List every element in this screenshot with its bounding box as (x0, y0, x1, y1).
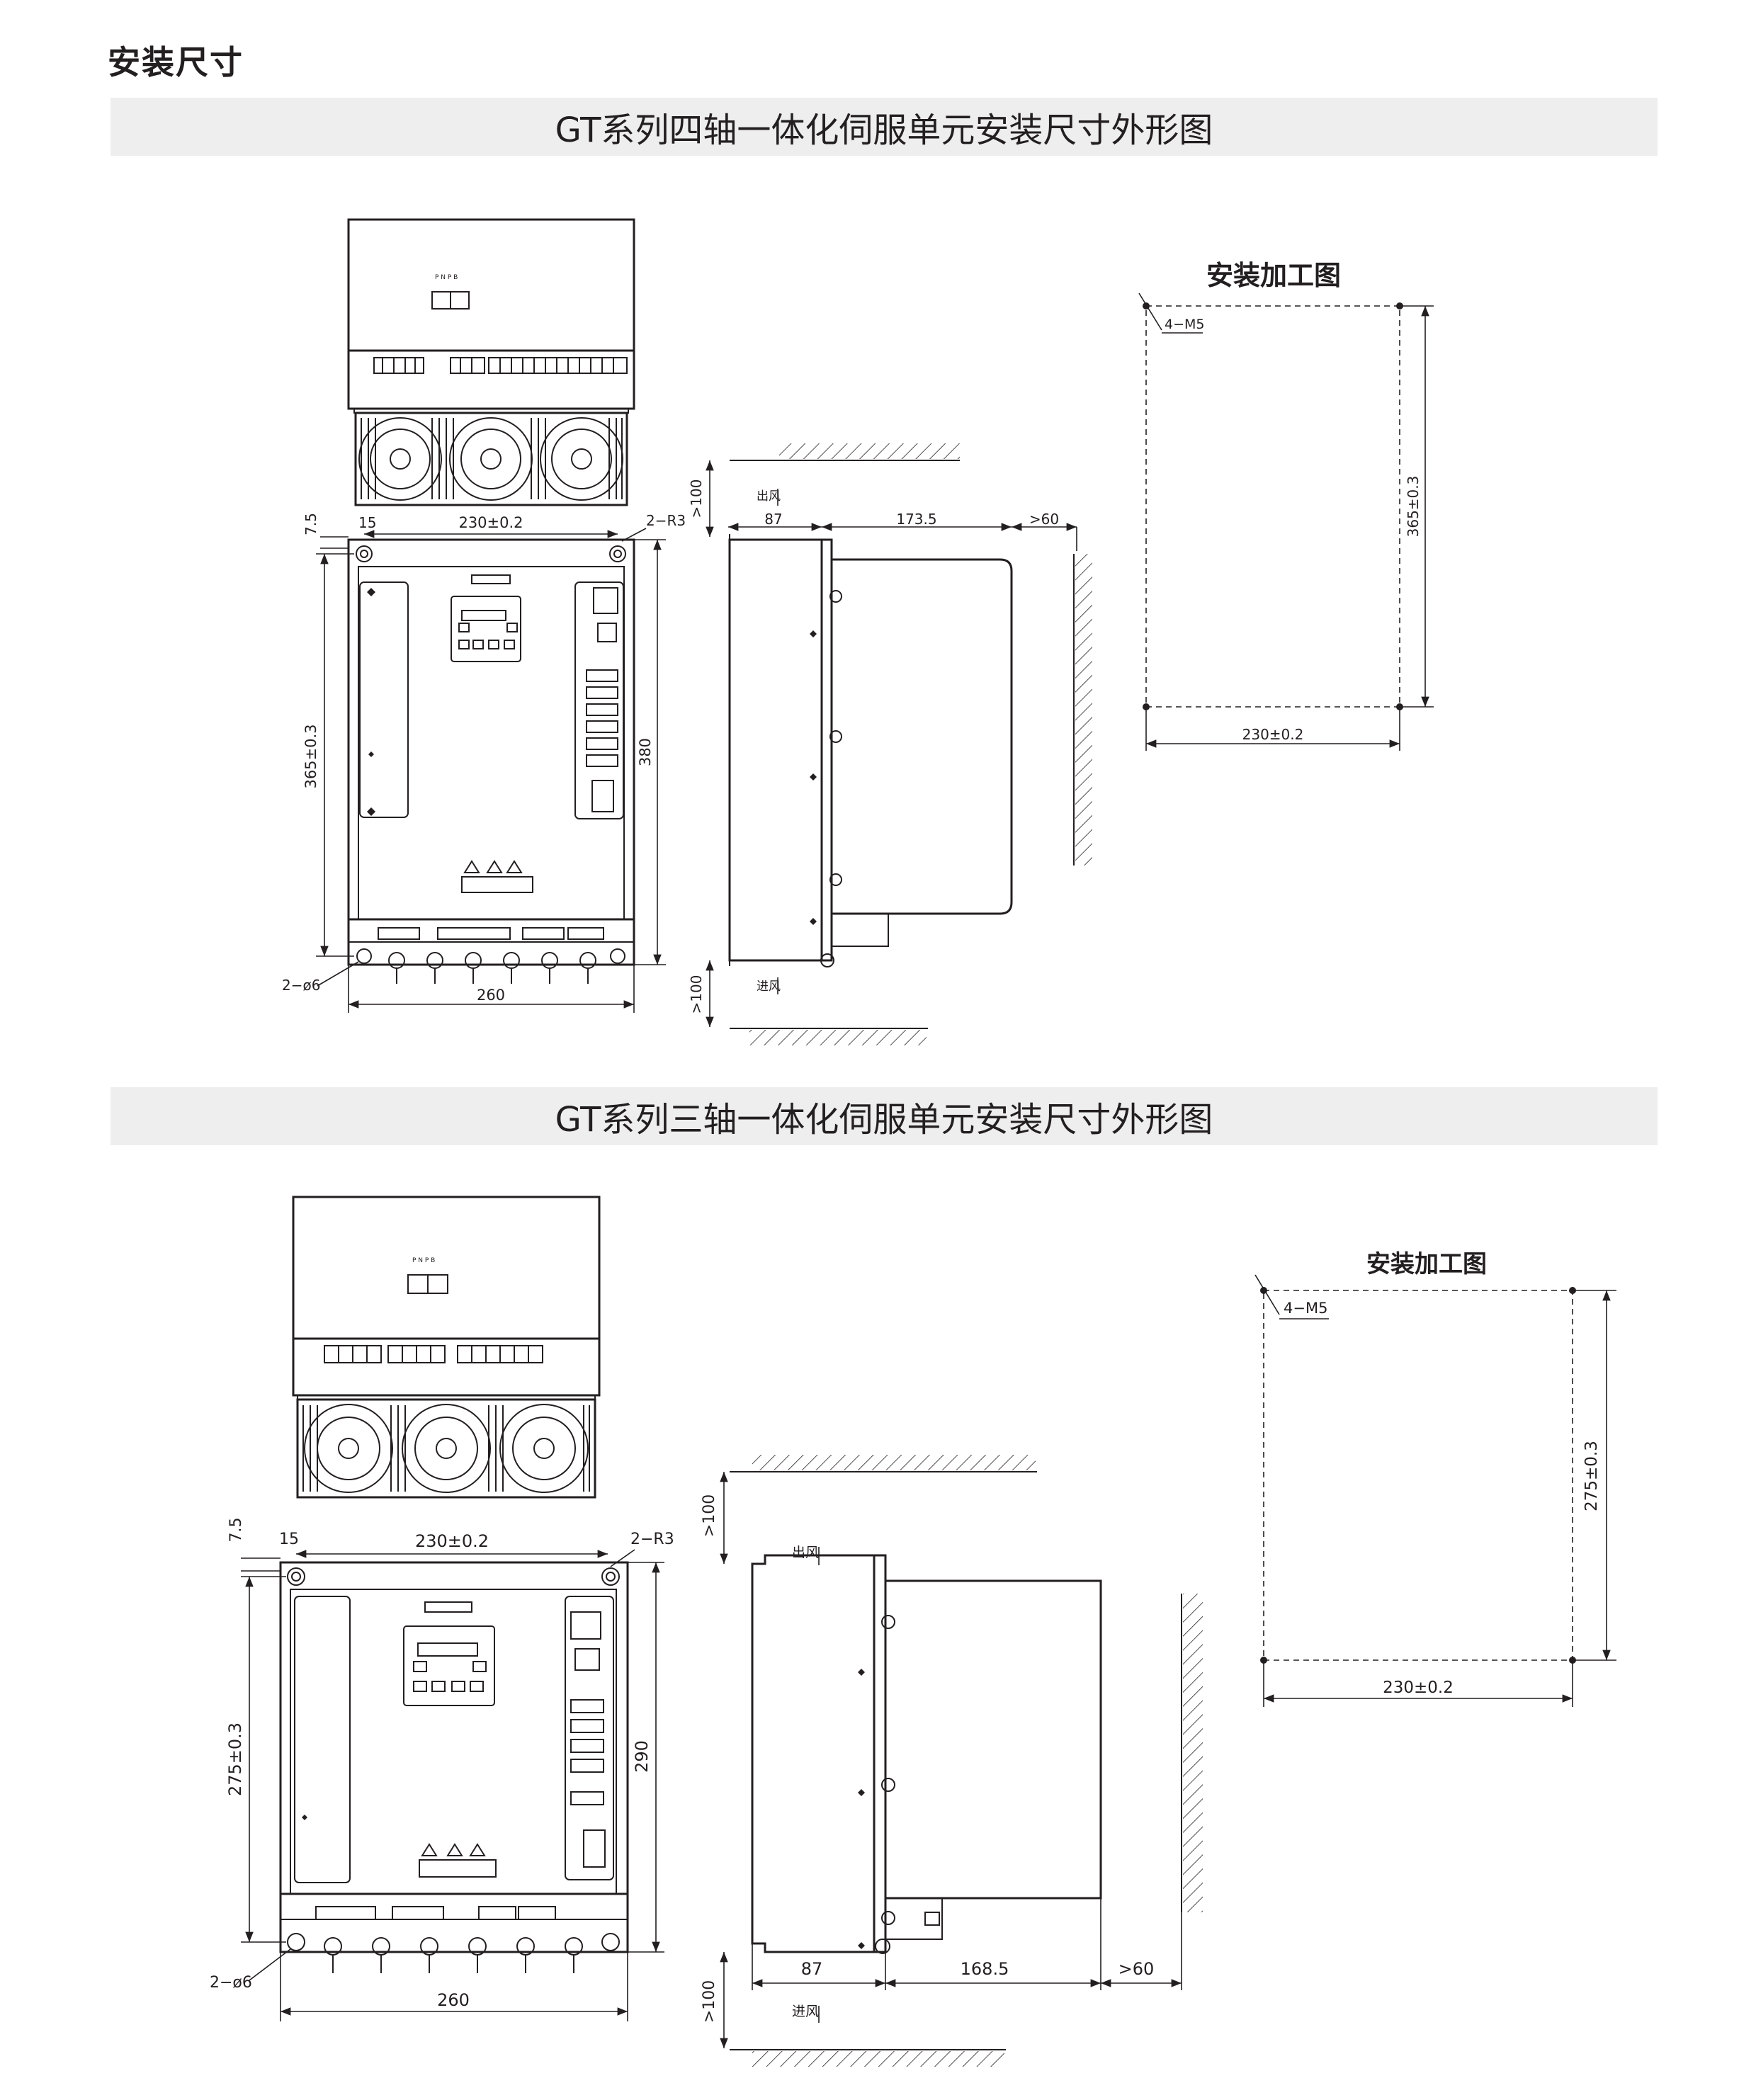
three-axis-edge-label: 15 (279, 1531, 299, 1548)
four-axis-top-clearance: >100 (688, 479, 705, 518)
section-banner-four-axis: GT系列四轴一体化伺服单元安装尺寸外形图 (111, 98, 1658, 156)
section-banner-three-axis: GT系列三轴一体化伺服单元安装尺寸外形图 (111, 1087, 1658, 1145)
three-axis-width-label: 230±0.2 (415, 1531, 489, 1551)
three-axis-keypad (403, 1625, 495, 1706)
three-axis-top-view: P N P B (292, 1196, 601, 1499)
three-axis-terminal-row (324, 1345, 543, 1363)
four-axis-side-dim-mid: 173.5 (896, 511, 936, 528)
four-axis-cutout-height-label: 365±0.3 (1405, 476, 1422, 538)
three-axis-cutout-title: 安装加工图 (1366, 1250, 1487, 1278)
four-axis-terminal-screws (356, 948, 625, 984)
four-axis-top-view: P N P B (347, 218, 635, 506)
three-axis-total-height-label: 290 (632, 1740, 652, 1773)
three-axis-top-offset-label: 7.5 (227, 1518, 245, 1543)
three-axis-cutout-width-label: 230±0.2 (1383, 1679, 1454, 1697)
svg-text:P N P B: P N P B (435, 274, 458, 281)
three-axis-height-label: 275±0.3 (225, 1722, 245, 1796)
three-axis-corner-label: 2−R3 (630, 1531, 674, 1548)
four-axis-corner-label: 2−R3 (646, 512, 686, 529)
three-axis-connectors (570, 1699, 606, 1868)
three-axis-terminal-screws (287, 1933, 620, 1973)
svg-text:P N P B: P N P B (412, 1257, 435, 1264)
three-axis-total-width-label: 260 (437, 1990, 470, 2010)
four-axis-air-out: 出风 (757, 489, 781, 504)
four-axis-terminal-row (373, 357, 628, 374)
three-axis-side-view: >100 出风 87 168.5 >60 >100 进风 (701, 1455, 1203, 2067)
four-axis-width-label: 230±0.2 (458, 514, 523, 531)
four-axis-side-dim-right: >60 (1029, 511, 1059, 528)
four-axis-cutout-drawing: 安装加工图 4−M5 365±0.3 230±0.2 (1138, 260, 1434, 751)
four-axis-edge-label: 15 (358, 514, 376, 531)
four-axis-total-width-label: 260 (477, 987, 505, 1004)
three-axis-side-dim-right: >60 (1118, 1959, 1155, 1979)
three-axis-hole-label: 2−ø6 (210, 1974, 252, 1992)
three-axis-air-out: 出风 (792, 1545, 819, 1560)
four-axis-fan-guard (354, 412, 628, 506)
four-axis-total-height-label: 380 (637, 738, 654, 766)
four-axis-cutout-width-label: 230±0.2 (1242, 726, 1304, 743)
page-heading: 安装尺寸 (108, 43, 244, 81)
four-axis-cutout-title: 安装加工图 (1206, 260, 1341, 291)
three-axis-fan-guard (296, 1398, 596, 1499)
four-axis-height-label: 365±0.3 (302, 724, 319, 788)
three-axis-top-clearance: >100 (701, 1494, 718, 1537)
three-axis-side-dim-left: 87 (801, 1959, 823, 1979)
three-axis-side-dim-mid: 168.5 (961, 1959, 1009, 1979)
three-axis-air-in: 进风 (792, 2004, 819, 2019)
four-axis-keypad (451, 596, 521, 662)
four-axis-front-view: 7.5 15 230±0.2 2−R3 (282, 512, 686, 1013)
four-axis-side-dim-left: 87 (764, 511, 782, 528)
four-axis-connectors (586, 669, 618, 812)
four-axis-hole-label: 2−ø6 (282, 977, 320, 994)
four-axis-screw-label: 4−M5 (1165, 317, 1205, 332)
four-axis-side-view: >100 出风 87 173.5 >60 >100 进风 (688, 443, 1092, 1045)
three-axis-front-view: 7.5 15 230±0.2 2−R3 (210, 1518, 674, 2021)
three-axis-screw-label: 4−M5 (1284, 1300, 1327, 1317)
three-axis-bottom-clearance: >100 (701, 1980, 718, 2023)
three-axis-cutout-drawing: 安装加工图 4−M5 275±0.3 230±0.2 (1254, 1250, 1616, 1707)
three-axis-cutout-height-label: 275±0.3 (1582, 1441, 1601, 1511)
four-axis-top-offset-label: 7.5 (302, 513, 319, 535)
four-axis-bottom-clearance: >100 (688, 975, 705, 1014)
four-axis-air-in: 进风 (757, 980, 781, 994)
